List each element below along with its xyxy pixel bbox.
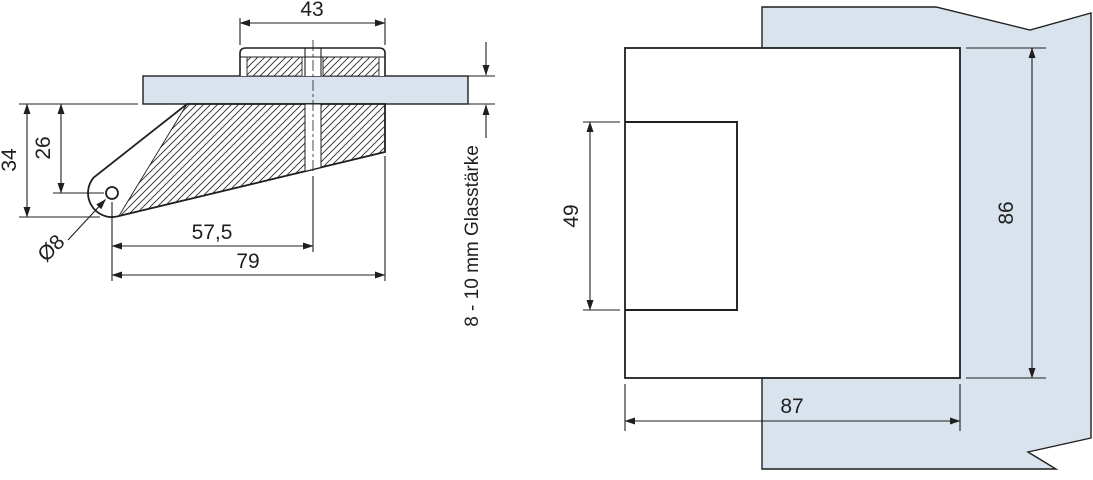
dim-label-26: 26	[32, 136, 55, 159]
pivot-hole	[105, 186, 119, 200]
top-clamp-hatch-right	[322, 56, 380, 77]
dim-49: 49	[560, 121, 620, 311]
dim-label-49: 49	[560, 204, 583, 227]
dim-87: 87	[624, 384, 961, 431]
dim-label-86: 86	[995, 201, 1018, 224]
screw-channel-body	[304, 103, 322, 172]
pivot-leader-line	[67, 199, 106, 241]
dim-label-34: 34	[0, 148, 21, 172]
dim-glass-thickness: 8 - 10 mm Glasstärke	[462, 42, 495, 327]
front-view: 49 86 87	[560, 6, 1092, 470]
top-clamp-hatch-left	[246, 56, 303, 77]
dim-label-43: 43	[300, 0, 323, 21]
dim-43-extensions	[239, 18, 386, 45]
dim-label-57-5: 57,5	[192, 221, 233, 244]
dim-57-5: 57,5	[111, 176, 314, 281]
hinge-body-section-hatch	[118, 103, 386, 217]
dim-43: 43	[239, 0, 386, 45]
dim-34: 34	[0, 103, 138, 218]
glass-thickness-note: 8 - 10 mm Glasstärke	[462, 145, 483, 327]
hinge-arm-front	[625, 121, 738, 311]
dim-label-87: 87	[780, 395, 803, 418]
dim-34-extensions	[19, 103, 138, 218]
side-view: 43 34 26 57,5 79 Ø8	[0, 0, 495, 327]
dim-label-pivot-diameter: Ø8	[33, 230, 69, 266]
dim-57-5-extensions	[111, 176, 314, 281]
hinge-plate-front	[624, 47, 961, 379]
dim-86: 86	[966, 47, 1046, 379]
dim-79: 79	[111, 156, 386, 281]
glass-panel-side	[142, 75, 469, 105]
dim-label-79: 79	[236, 250, 259, 273]
dim-49-extensions	[583, 121, 620, 311]
glass-thickness-extensions	[466, 75, 495, 105]
dim-26: 26	[32, 103, 104, 194]
screw-channel-top	[304, 48, 322, 76]
